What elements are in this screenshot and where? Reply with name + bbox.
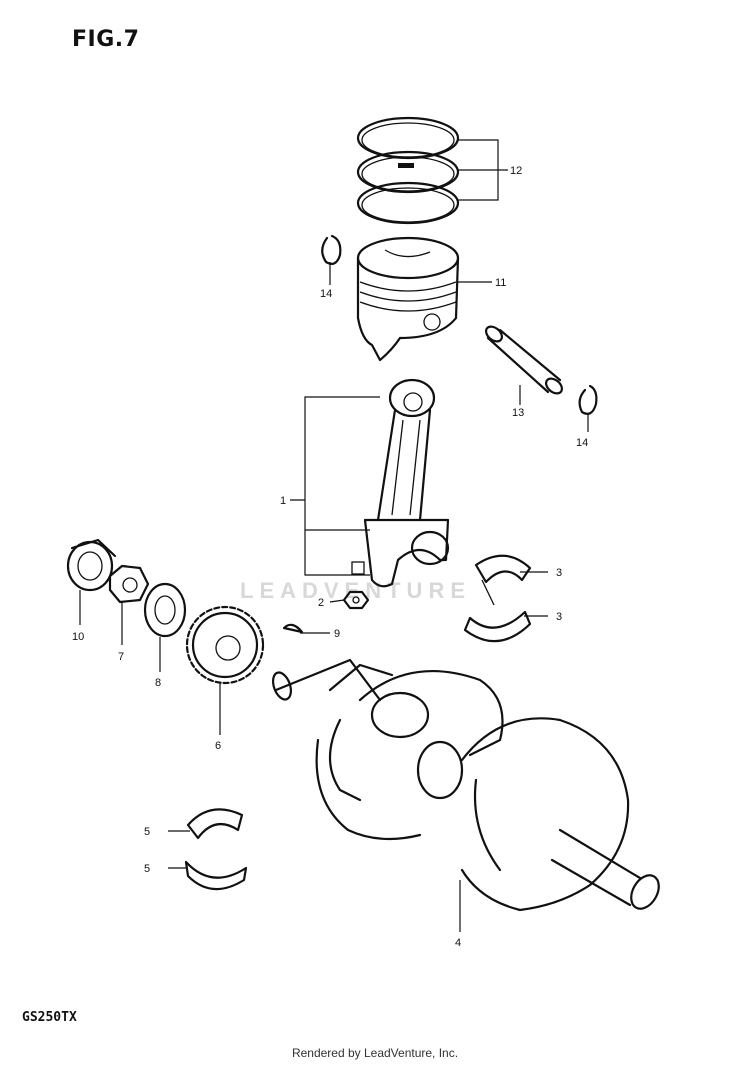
callout-8: 8 [155,677,161,689]
callout-1: 1 [280,495,286,507]
callout-11: 11 [495,277,506,289]
callout-5-upper: 5 [144,826,150,838]
callout-2: 2 [318,597,324,609]
figure-title: FIG.7 [72,27,140,52]
callout-5-lower: 5 [144,863,150,875]
callout-9: 9 [334,628,340,640]
conrod-nut-part[interactable] [342,590,370,610]
model-code: GS250TX [22,1010,77,1025]
footer-credit: Rendered by LeadVenture, Inc. [291,1046,459,1060]
callout-4: 4 [455,937,461,949]
piston-pin-circlip-left-part[interactable] [321,234,342,265]
primary-drive-gear-part[interactable] [185,605,265,685]
piston-part[interactable] [356,236,460,362]
crank-bearing-lower-part[interactable] [184,860,248,891]
piston-rings-part[interactable] [356,116,460,225]
callout-7: 7 [118,651,124,663]
conrod-bearing-upper-part[interactable] [474,554,532,606]
callout-12: 12 [510,165,522,177]
crankshaft-part[interactable] [270,658,665,914]
crank-bearing-upper-part[interactable] [186,808,244,840]
connecting-rod-part[interactable] [351,378,450,588]
piston-pin-part[interactable] [483,324,565,397]
callout-13: 13 [512,407,524,419]
callout-6: 6 [215,740,221,752]
callout-3-lower: 3 [556,611,562,623]
watermark-text: LEADVENTURE [240,578,472,603]
conrod-bearing-lower-part[interactable] [463,610,532,643]
callout-3-upper: 3 [556,567,562,579]
callout-14-left: 14 [320,288,332,300]
callout-14-right: 14 [576,437,588,449]
callout-10: 10 [72,631,84,643]
oil-seal-part[interactable] [66,538,117,592]
crank-nut-part[interactable] [108,564,150,604]
piston-pin-circlip-right-part[interactable] [578,384,598,415]
callout-leaders [79,139,589,932]
woodruff-key-part[interactable] [282,623,304,634]
washer-part[interactable] [143,582,187,638]
